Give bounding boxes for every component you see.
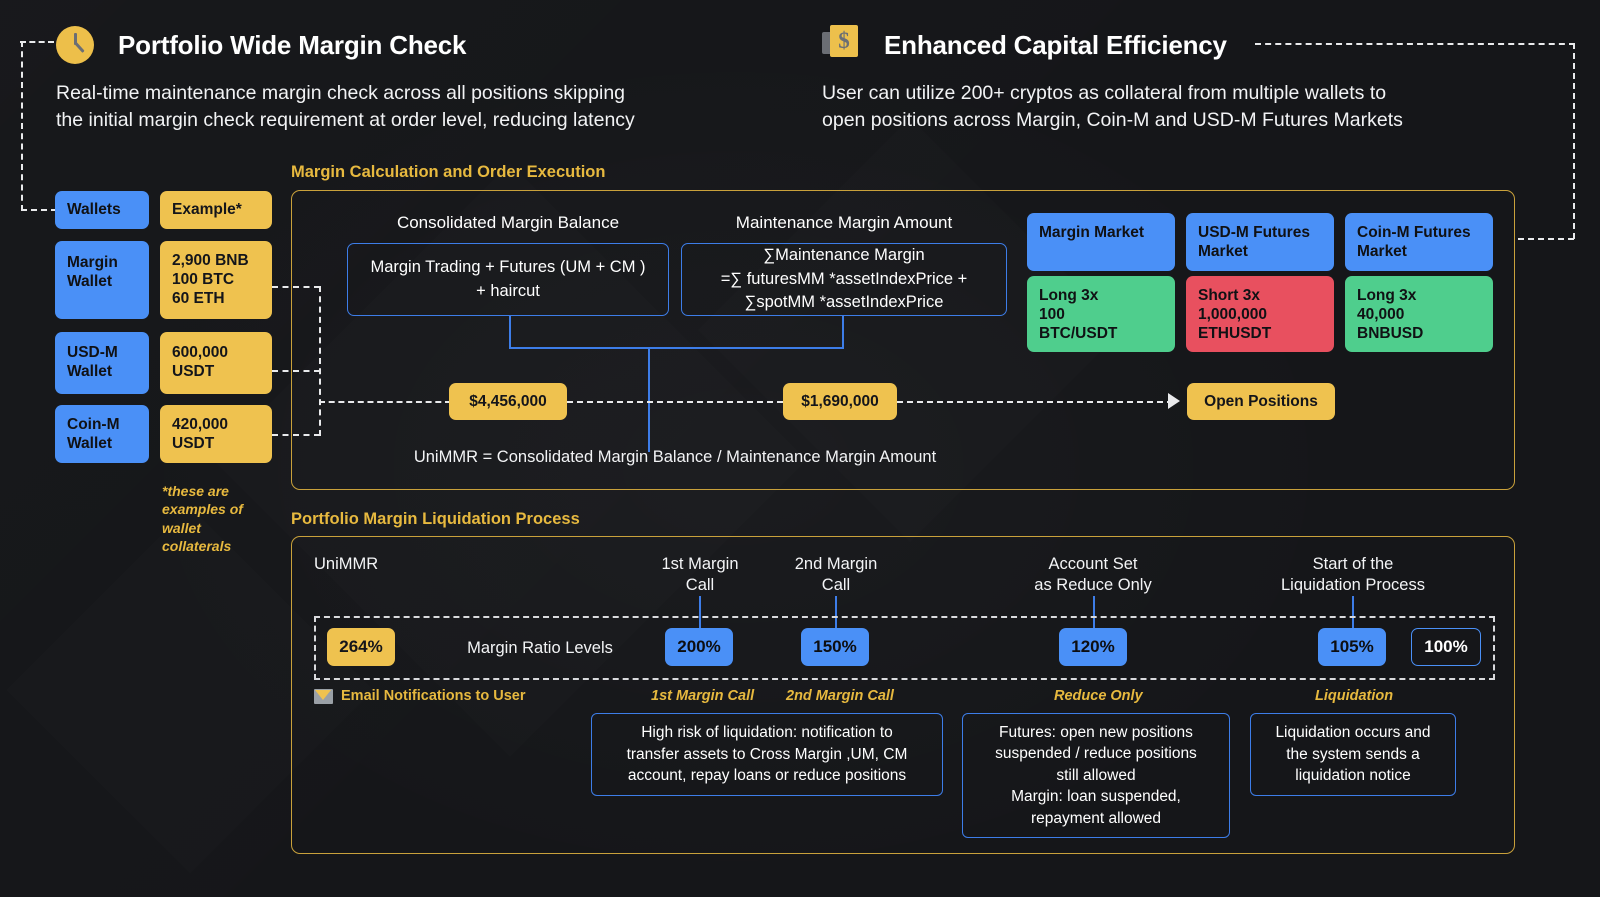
value-flow-arrow [1168,393,1180,409]
header-left-title: Portfolio Wide Margin Check [118,30,467,60]
header-left-bracket-top [20,41,54,43]
margin-ratio-levels-label: Margin Ratio Levels [467,639,613,657]
wallets-column-header: Wallets [55,191,149,229]
stage-caption-reduce-only: Account Set as Reduce Only [1034,555,1152,595]
email-notification-label: Email Notifications to User [341,688,526,704]
stage-caption-2nd-margin-call: 2nd Margin Call [794,555,878,595]
market-header-usdm: USD-M Futures Market [1186,213,1334,271]
wallet-row-label: Margin Wallet [55,241,149,319]
liquidation-unimmr-label: UniMMR [314,555,379,573]
header-left-body: Real-time maintenance margin check acros… [56,82,635,131]
open-positions-chip: Open Positions [1187,383,1335,420]
header-right-body: User can utilize 200+ cryptos as collate… [822,82,1403,131]
unimmr-formula: UniMMR = Consolidated Margin Balance / M… [413,448,937,466]
note-box-liquidation: Liquidation occurs and the system sends … [1250,713,1456,796]
wallet-connector-1 [272,286,320,288]
ratio-chip-100: 100% [1411,628,1481,666]
formula-bracket-crossbar [509,347,844,349]
money-icon-tab [822,32,833,54]
market-position-coinm: Long 3x 40,000 BNBUSD [1345,276,1493,352]
wallet-connector-bus [319,286,321,436]
stage-dropline-1 [699,596,701,630]
liquidation-panel-title: Portfolio Margin Liquidation Process [291,510,580,528]
ratio-chip-120: 120% [1059,628,1127,666]
wallet-footnote: *these are examples of wallet collateral… [162,483,243,555]
stage-caption-liquidation-start: Start of the Liquidation Process [1280,555,1425,595]
header-right-bracket-side [1573,43,1575,239]
formula-bracket-left-stem [509,316,511,349]
maintenance-margin-value: $1,690,000 [783,383,897,420]
value-flow-2 [897,401,1173,403]
note-label-1st-margin-call: 1st Margin Call [651,688,755,704]
stage-dropline-4 [1352,596,1354,630]
margin-ratio-track [314,616,1495,680]
stage-caption-1st-margin-call: 1st Margin Call [661,555,739,595]
wallet-connector-to-balance [319,401,451,403]
header-right-bracket-top [1255,43,1575,45]
market-header-margin: Margin Market [1027,213,1175,271]
ratio-chip-200: 200% [665,628,733,666]
market-position-margin: Long 3x 100 BTC/USDT [1027,276,1175,352]
formula-bracket-right-stem [842,316,844,349]
maintenance-margin-formula: ∑Maintenance Margin =∑ futuresMM *assetI… [681,243,1007,316]
note-label-2nd-margin-call: 2nd Margin Call [786,688,894,704]
email-icon [314,688,333,704]
header-right-title: Enhanced Capital Efficiency [884,30,1227,60]
wallet-row-label: Coin-M Wallet [55,405,149,463]
header-right-bracket-bottom [1518,238,1574,240]
wallet-row-label: USD-M Wallet [55,332,149,394]
note-label-liquidation: Liquidation [1315,688,1394,704]
consolidated-balance-header: Consolidated Margin Balance [396,213,620,232]
market-header-coinm: Coin-M Futures Market [1345,213,1493,271]
liquidation-panel [291,536,1515,854]
email-notification-row: Email Notifications to User [314,688,526,704]
money-icon: $ [822,23,858,59]
value-flow-1 [567,401,783,403]
margin-panel-title: Margin Calculation and Order Execution [291,163,606,181]
wallet-row-example: 600,000 USDT [160,332,272,394]
clock-icon [56,26,94,64]
header-left-bracket-side [21,41,23,211]
wallet-row-example: 420,000 USDT [160,405,272,463]
stage-dropline-3 [1093,596,1095,630]
margin-panel [291,190,1515,490]
wallet-connector-2 [272,370,320,372]
formula-bracket-down-stem [648,347,650,452]
ratio-chip-105: 105% [1318,628,1386,666]
current-unimmr-value: 264% [327,628,395,666]
header-left-bracket-bottom [21,209,57,211]
ratio-chip-150: 150% [801,628,869,666]
note-box-reduce-only: Futures: open new positions suspended / … [962,713,1230,838]
header-right-icon: $ [822,23,858,59]
example-column-header: Example* [160,191,272,229]
consolidated-balance-value: $4,456,000 [449,383,567,420]
market-position-usdm: Short 3x 1,000,000 ETHUSDT [1186,276,1334,352]
maintenance-margin-header: Maintenance Margin Amount [735,213,953,232]
note-box-margin-call: High risk of liquidation: notification t… [591,713,943,796]
money-icon-bill: $ [830,25,858,57]
stage-dropline-2 [835,596,837,630]
consolidated-balance-formula: Margin Trading + Futures (UM + CM ) + ha… [347,243,669,316]
note-label-reduce-only: Reduce Only [1054,688,1143,704]
wallet-row-example: 2,900 BNB 100 BTC 60 ETH [160,241,272,319]
wallet-connector-3 [272,434,320,436]
header-left-icon [56,26,94,64]
